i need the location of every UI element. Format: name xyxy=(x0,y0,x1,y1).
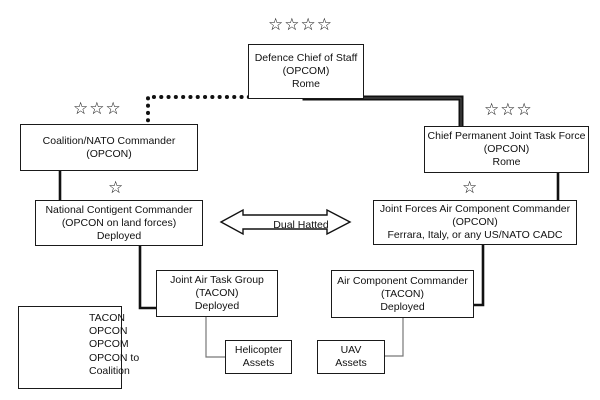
node-title: Joint Air Task Group xyxy=(170,274,264,286)
ncc-rank-star: ☆ xyxy=(108,178,125,197)
node-title: Joint Forces Air Component Commander xyxy=(379,203,571,215)
edge-jatg-heli xyxy=(205,316,225,358)
legend-label: OPCOM xyxy=(89,338,129,350)
edge-dcs-coalition-dotted xyxy=(146,95,302,124)
jfacc-rank-star: ☆ xyxy=(462,178,479,197)
legend-label: Coalition xyxy=(89,365,130,377)
node-coalition-nato-commander: Coalition/NATO Commander (OPCON) xyxy=(20,124,198,171)
node-title: Chief Permanent Joint Task Force xyxy=(427,130,586,142)
node-authority: (OPCON on land forces) xyxy=(61,216,177,229)
coalition-rank-stars: ☆☆☆ xyxy=(73,99,122,118)
node-joint-forces-air-component-commander: Joint Forces Air Component Commander (OP… xyxy=(373,200,577,245)
edge-acc-uav xyxy=(384,318,404,357)
node-authority: (OPCOM) xyxy=(282,65,330,77)
legend-label: TACON xyxy=(89,312,125,324)
node-chief-permanent-joint-task-force: Chief Permanent Joint Task Force (OPCON)… xyxy=(424,126,589,173)
node-defence-chief-of-staff: Defence Chief of Staff (OPCOM) Rome xyxy=(248,44,364,99)
node-authority: (OPCON) xyxy=(483,143,530,155)
node-air-component-commander: Air Component Commander (TACON) Deployed xyxy=(331,270,474,318)
legend-label: OPCON xyxy=(89,325,128,337)
node-authority: (TACON) xyxy=(381,287,424,300)
node-title: Defence Chief of Staff xyxy=(254,52,358,64)
legend-label: OPCON to xyxy=(89,352,140,364)
node-title: Helicopter xyxy=(234,344,283,356)
dcs-rank-stars: ☆☆☆☆ xyxy=(268,15,333,34)
node-location: Rome xyxy=(291,78,320,90)
node-location: Deployed xyxy=(96,229,142,242)
node-title: Air Component Commander xyxy=(337,274,468,287)
cpjtf-rank-stars: ☆☆☆ xyxy=(484,100,533,119)
node-subtitle: Assets xyxy=(242,357,275,369)
edge-jfacc-acc xyxy=(473,244,485,307)
node-uav-assets: UAV Assets xyxy=(317,340,385,374)
node-location: Ferrara, Italy, or any US/NATO CADC xyxy=(387,229,563,241)
node-authority: (OPCON) xyxy=(452,216,498,228)
node-title: Coalition/NATO Commander xyxy=(42,134,176,147)
node-national-contigent-commander: National Contigent Commander (OPCON on l… xyxy=(35,200,203,246)
node-location: Deployed xyxy=(380,300,425,313)
node-joint-air-task-group: Joint Air Task Group (TACON) Deployed xyxy=(156,270,278,317)
edge-ncc-jatg xyxy=(138,245,156,310)
node-authority: (TACON) xyxy=(195,287,239,299)
node-location: Rome xyxy=(492,156,521,168)
node-helicopter-assets: Helicopter Assets xyxy=(225,340,292,374)
dual-hatted-arrow xyxy=(219,208,352,236)
node-subtitle: Assets xyxy=(335,357,367,369)
node-authority: (OPCON) xyxy=(86,147,132,160)
dual-hatted-label: Dual Hatted xyxy=(273,219,329,231)
legend: TACON OPCON OPCOM OPCON to Coalition xyxy=(18,306,139,389)
node-location: Deployed xyxy=(194,300,240,312)
node-title: UAV xyxy=(340,344,362,356)
node-title: National Contigent Commander xyxy=(45,203,193,216)
